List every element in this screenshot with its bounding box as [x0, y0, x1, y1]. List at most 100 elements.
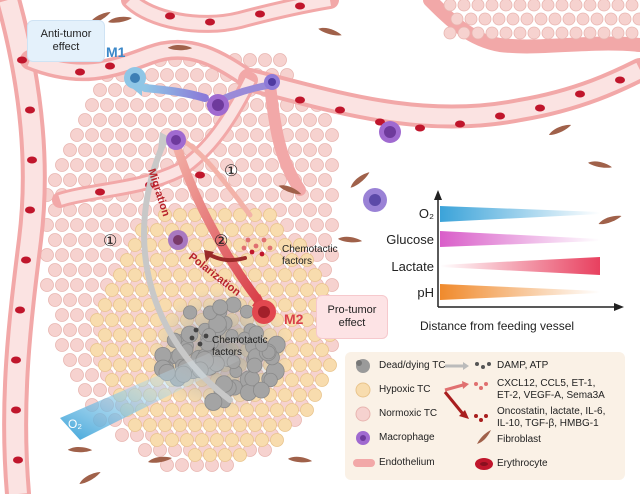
normoxic-cell: [85, 128, 99, 142]
normoxic-cell: [123, 143, 137, 157]
hypoxic-cell: [165, 283, 179, 297]
normoxic-cell: [485, 0, 499, 12]
hypoxic-cell: [135, 313, 149, 327]
erythrocyte: [575, 90, 585, 98]
normoxic-cell: [506, 12, 520, 26]
normoxic-cell: [130, 98, 144, 112]
normoxic-cell: [250, 158, 264, 172]
hypoxic-cell: [315, 373, 329, 387]
normoxic-cell: [569, 0, 583, 12]
normoxic-cell: [478, 12, 492, 26]
step-2: ②: [214, 233, 228, 250]
hypoxic-cell: [293, 238, 307, 252]
hypoxic-cell: [128, 238, 142, 252]
legend-fibroblast: Fibroblast: [497, 434, 541, 445]
hypoxic-cell: [113, 358, 127, 372]
normoxic-cell: [175, 68, 189, 82]
normoxic-cell: [175, 98, 189, 112]
erythrocyte: [195, 171, 205, 179]
normoxic-cell: [63, 323, 77, 337]
normoxic-cell: [265, 188, 279, 202]
hypoxic-cell: [285, 313, 299, 327]
normoxic-cell: [48, 293, 62, 307]
hypoxic-cell: [90, 343, 104, 357]
m1-label: M1: [106, 44, 126, 60]
anti-tumor-line-2: effect: [52, 41, 80, 53]
legend-cytokines-2: IL-10, TGF-β, HMBG-1: [497, 418, 599, 429]
normoxic-cell: [310, 218, 324, 232]
normoxic-cell: [485, 26, 499, 40]
normoxic-cell: [590, 12, 604, 26]
dead-cell: [246, 357, 263, 374]
normoxic-cell: [85, 248, 99, 262]
fibroblast-icon: [477, 430, 491, 444]
o2-cone-label: O₂: [68, 417, 82, 431]
legend: Dead/dying TC Hypoxic TC Normoxic TC Mac…: [345, 352, 625, 480]
erythrocyte: [615, 76, 625, 84]
normoxic-cell: [70, 158, 84, 172]
fibroblast: [588, 161, 612, 168]
chemotactic-dot: [189, 335, 195, 341]
erythrocyte: [205, 18, 215, 26]
chemotactic-dot: [203, 333, 209, 339]
normoxic-cell: [85, 158, 99, 172]
hypoxic-cell: [225, 223, 239, 237]
hypoxic-cell: [218, 448, 232, 462]
hypoxic-cell: [113, 298, 127, 312]
hypoxic-cell: [218, 208, 232, 222]
erythrocyte: [27, 156, 37, 164]
hypoxic-cell: [248, 268, 262, 282]
normoxic-cell: [325, 188, 339, 202]
m2-label: M2: [284, 311, 304, 327]
chemotactic-dot: [259, 251, 265, 257]
gradient-label-glucose: Glucose: [386, 232, 434, 247]
normoxic-cell: [250, 98, 264, 112]
normoxic-cell: [160, 68, 174, 82]
normoxic-cell: [471, 26, 485, 40]
hypoxic-cell: [120, 343, 134, 357]
normoxic-cell: [55, 218, 69, 232]
hypoxic-cell: [293, 358, 307, 372]
hypoxic-cell: [173, 208, 187, 222]
m2-macrophage: [252, 300, 276, 324]
normoxic-cell: [295, 158, 309, 172]
normoxic-cell: [160, 98, 174, 112]
normoxic-cell: [108, 83, 122, 97]
normoxic-cell: [250, 188, 264, 202]
hypoxic-cell: [270, 283, 284, 297]
normoxic-cell: [93, 263, 107, 277]
normoxic-cell: [492, 12, 506, 26]
hypoxic-cell: [210, 433, 224, 447]
normoxic-cell: [93, 233, 107, 247]
normoxic-cell: [63, 263, 77, 277]
hypoxic-cell: [128, 298, 142, 312]
chemotactic-dot: [253, 243, 259, 249]
normoxic-cell: [604, 12, 618, 26]
chemotactic-factors-label-2: Chemotactic: [212, 335, 268, 346]
glucose-gradient-bar: [440, 231, 600, 247]
hypoxic-cell: [225, 433, 239, 447]
arrow-damp-icon: [445, 362, 491, 370]
hypoxic-cell: [315, 343, 329, 357]
normoxic-cell: [63, 293, 77, 307]
normoxic-cell: [250, 128, 264, 142]
hypoxic-cell: [255, 433, 269, 447]
normoxic-cell: [115, 128, 129, 142]
hypoxic-cell: [128, 268, 142, 282]
hypoxic-cell: [285, 373, 299, 387]
macrophages: [124, 67, 401, 324]
hypoxic-cell: [263, 238, 277, 252]
erythrocyte: [25, 106, 35, 114]
normoxic-cell: [70, 278, 84, 292]
hypoxic-cell: [105, 373, 119, 387]
normoxic-cell: [583, 0, 597, 12]
pro-tumor-effect-box: Pro-tumor effect: [316, 295, 388, 339]
hypoxic-cell: [128, 358, 142, 372]
hypoxic-cell: [98, 358, 112, 372]
hypoxic-cell: [180, 253, 194, 267]
normoxic-cell: [78, 173, 92, 187]
hypoxic-cell: [293, 268, 307, 282]
normoxic-cell: [450, 12, 464, 26]
normoxic-cell: [611, 0, 625, 12]
gradient-label-lactate: Lactate: [391, 259, 434, 274]
